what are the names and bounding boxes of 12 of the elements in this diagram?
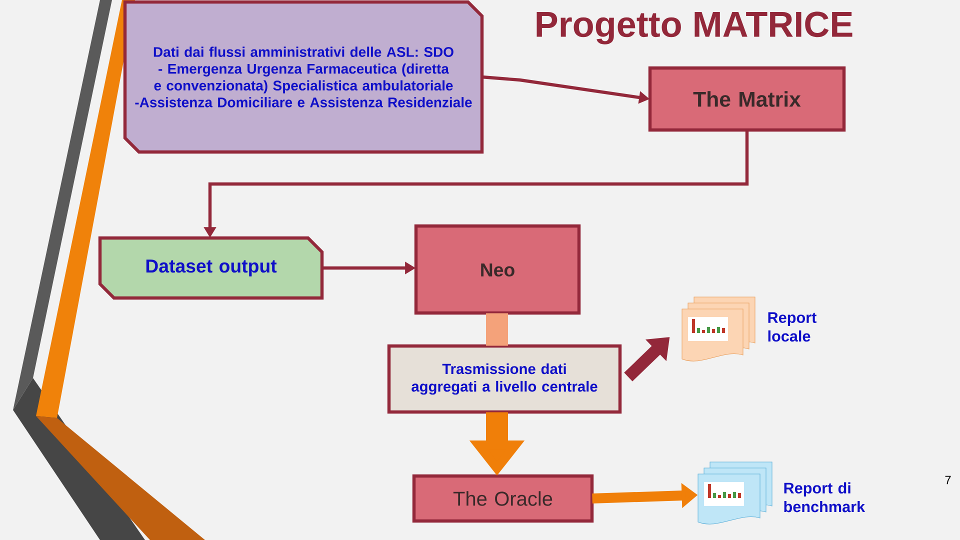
process-box: Dataset output	[98, 236, 324, 300]
report-stack-icon	[698, 462, 772, 524]
process-box: Neo	[414, 224, 581, 315]
title: Progetto MATRICE	[536, 12, 852, 44]
process-box: The Matrix	[648, 66, 846, 132]
process-box: Trasmissione dati aggregati a livello centrale	[387, 344, 622, 414]
report-stack-icon	[682, 296, 756, 362]
process-box: Dati dai flussi amministrativi delle ASL: SDO - Emergenza Urgenza Farmaceutica (diretta e convenzionata) Specialistica ambulatoriale -Assistenza Domiciliare e Assistenza Residenziale	[123, 0, 484, 154]
page-number: 7	[945, 476, 951, 484]
report-caption: Report locale	[768, 312, 816, 342]
report-caption: Report di benchmark	[784, 482, 866, 512]
process-box: The Oracle	[412, 474, 594, 523]
